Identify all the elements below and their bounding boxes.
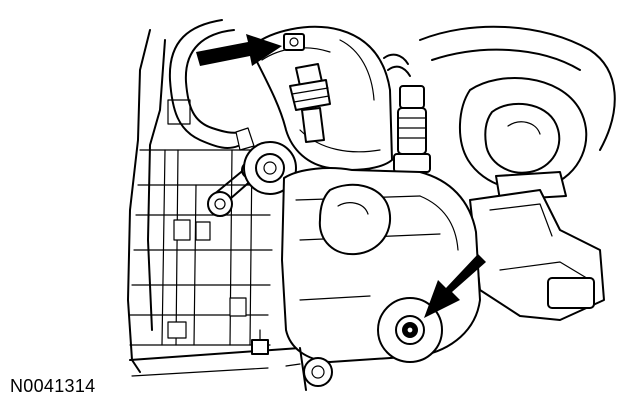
lower-left-fastener [285, 347, 333, 391]
coolant-hose [168, 19, 255, 151]
callout-arrow-upper [196, 34, 282, 66]
figure-id-label: N0041314 [10, 376, 96, 396]
callout-arrow-lower [424, 254, 486, 318]
support-bracket [469, 189, 605, 321]
sensor-harness [383, 53, 431, 173]
transmission-bolt [251, 329, 269, 355]
compressor-housing [419, 25, 616, 201]
engine-block [127, 29, 301, 377]
oxygen-sensor [289, 63, 331, 143]
upper-mounting-bolt [283, 33, 305, 51]
